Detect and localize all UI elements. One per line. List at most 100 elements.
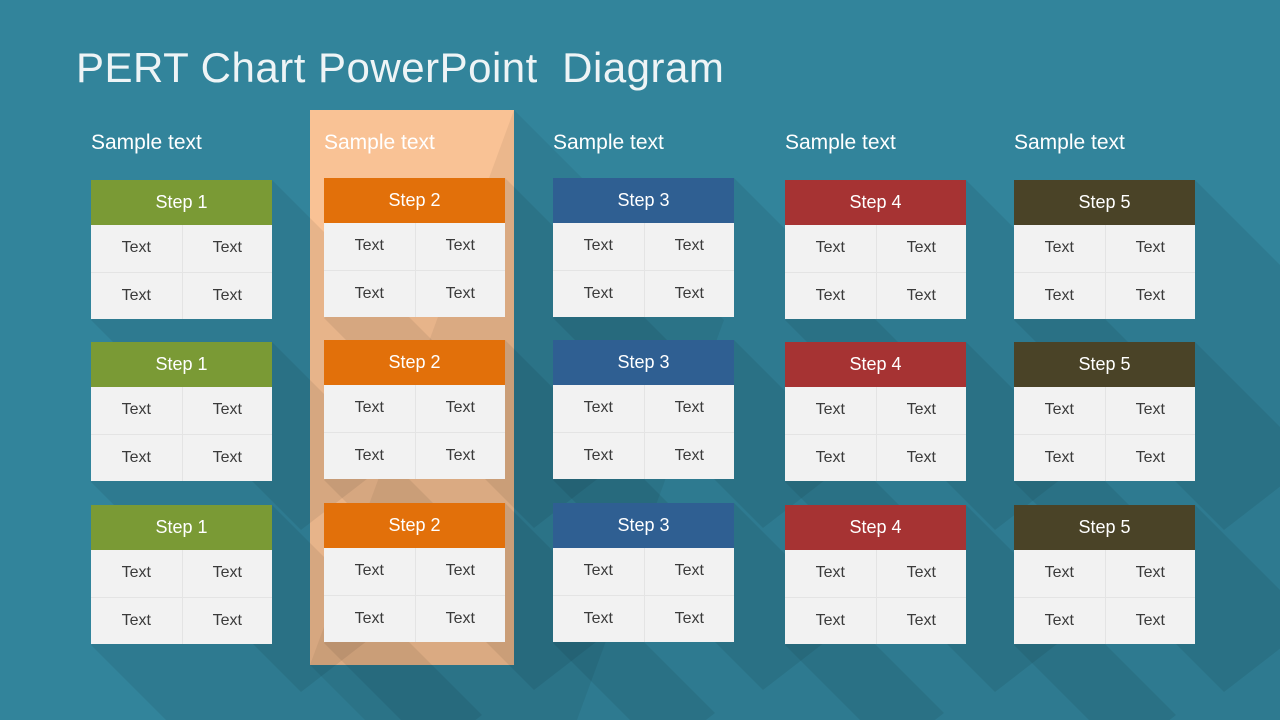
card-cell[interactable]: Text [583, 237, 613, 254]
card-cell[interactable]: Text [1104, 598, 1196, 644]
card-cell[interactable]: Text [121, 564, 151, 581]
card-cell[interactable]: Text [354, 562, 384, 579]
card-row: Text Text [785, 597, 966, 644]
card-cell[interactable]: Text [1104, 387, 1196, 434]
card-cell[interactable]: Text [121, 239, 151, 256]
card-cell[interactable]: Text [875, 387, 967, 434]
card-cell[interactable]: Text [1104, 273, 1196, 319]
step-card-header[interactable]: Step 2 [324, 178, 505, 223]
card-cell[interactable]: Text [354, 285, 384, 302]
card-cell[interactable]: Text [1044, 564, 1074, 581]
card-cell[interactable]: Text [181, 225, 273, 272]
step-card-header[interactable]: Step 5 [1014, 505, 1195, 550]
card-cell[interactable]: Text [643, 433, 735, 479]
card-cell[interactable]: Text [643, 596, 735, 642]
card-cell[interactable]: Text [181, 273, 273, 319]
card-cell[interactable]: Text [1044, 239, 1074, 256]
card-cell[interactable]: Text [354, 399, 384, 416]
card-cell[interactable]: Text [1044, 401, 1074, 418]
card-cell[interactable]: Text [121, 612, 151, 629]
card-cell[interactable]: Text [414, 596, 506, 642]
card-cell[interactable]: Text [583, 447, 613, 464]
step-card-header[interactable]: Step 3 [553, 503, 734, 548]
card-row: Text Text [1014, 550, 1195, 597]
step-card-header[interactable]: Step 5 [1014, 180, 1195, 225]
card-cell[interactable]: Text [121, 401, 151, 418]
card-cell[interactable]: Text [181, 550, 273, 597]
card-cell[interactable]: Text [181, 598, 273, 644]
step-card-header[interactable]: Step 3 [553, 340, 734, 385]
card-row: Text Text [1014, 272, 1195, 319]
card-cell[interactable]: Text [875, 598, 967, 644]
card-cell[interactable]: Text [815, 287, 845, 304]
card-cell[interactable]: Text [875, 273, 967, 319]
step-card-header[interactable]: Step 2 [324, 340, 505, 385]
step-card-header[interactable]: Step 3 [553, 178, 734, 223]
card-cell[interactable]: Text [643, 385, 735, 432]
card-row: Text Text [553, 223, 734, 270]
card-cell[interactable]: Text [875, 225, 967, 272]
card-cell[interactable]: Text [414, 433, 506, 479]
card-cell[interactable]: Text [414, 271, 506, 317]
step-card-header[interactable]: Step 5 [1014, 342, 1195, 387]
card-cell[interactable]: Text [583, 610, 613, 627]
card-cell[interactable]: Text [1104, 550, 1196, 597]
card-cell[interactable]: Text [815, 612, 845, 629]
card-cell[interactable]: Text [815, 564, 845, 581]
card-cell[interactable]: Text [121, 449, 151, 466]
card-cell[interactable]: Text [815, 401, 845, 418]
card-cell[interactable]: Text [1044, 449, 1074, 466]
card-row: Text Text [324, 548, 505, 595]
step-card-header[interactable]: Step 4 [785, 505, 966, 550]
card-cell[interactable]: Text [121, 287, 151, 304]
card-cell[interactable]: Text [414, 385, 506, 432]
card-cell[interactable]: Text [643, 548, 735, 595]
card-cell[interactable]: Text [354, 610, 384, 627]
card-cell[interactable]: Text [643, 271, 735, 317]
card-cell[interactable]: Text [875, 550, 967, 597]
step-card-header[interactable]: Step 4 [785, 180, 966, 225]
card-cell[interactable]: Text [1104, 435, 1196, 481]
card-cell[interactable]: Text [181, 387, 273, 434]
card-cell[interactable]: Text [1104, 225, 1196, 272]
card-cell[interactable]: Text [583, 399, 613, 416]
step-card-header[interactable]: Step 1 [91, 505, 272, 550]
card-cell[interactable]: Text [414, 223, 506, 270]
card-cell[interactable]: Text [815, 239, 845, 256]
card-cell[interactable]: Text [875, 435, 967, 481]
card-cell[interactable]: Text [1044, 612, 1074, 629]
step-card-header[interactable]: Step 1 [91, 342, 272, 387]
step-card-header[interactable]: Step 2 [324, 503, 505, 548]
step-card-header[interactable]: Step 1 [91, 180, 272, 225]
card-cell[interactable]: Text [354, 237, 384, 254]
card-cell[interactable]: Text [583, 285, 613, 302]
card-cell[interactable]: Text [643, 223, 735, 270]
card-cell[interactable]: Text [583, 562, 613, 579]
card-cell[interactable]: Text [1044, 287, 1074, 304]
card-cell[interactable]: Text [354, 447, 384, 464]
card-cell[interactable]: Text [815, 449, 845, 466]
card-cell[interactable]: Text [181, 435, 273, 481]
card-cell[interactable]: Text [414, 548, 506, 595]
step-card-header[interactable]: Step 4 [785, 342, 966, 387]
